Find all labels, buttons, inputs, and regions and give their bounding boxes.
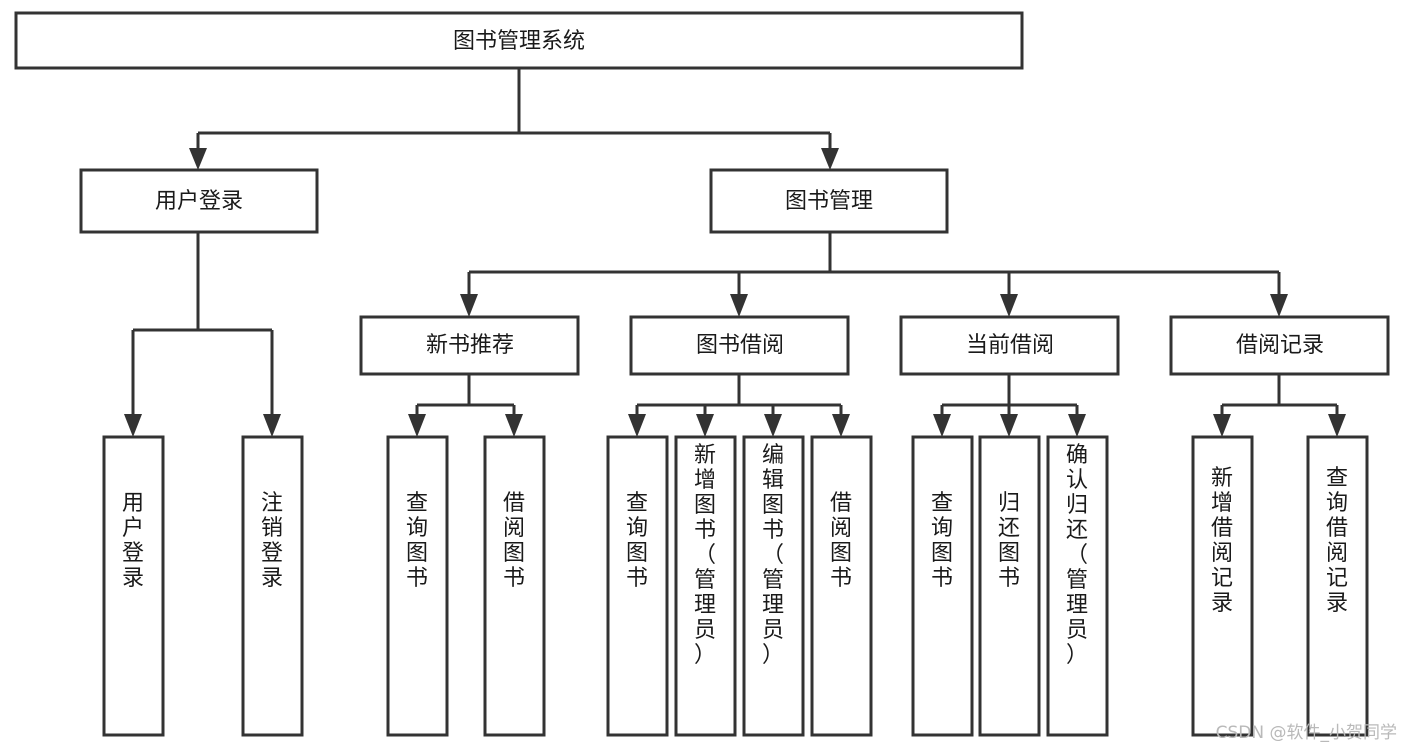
node-leaf-edit-book-box[interactable] bbox=[742, 435, 805, 737]
node-leaf-edit-book-label: 编辑图书（管理员） bbox=[762, 443, 784, 668]
node-leaf-logout-box[interactable] bbox=[241, 435, 304, 737]
node-leaf-query-book-1-box[interactable] bbox=[386, 435, 449, 737]
arrow-head-leaf-edit-book bbox=[764, 414, 782, 437]
node-leaf-borrow-book-2[interactable]: 借阅图书 bbox=[810, 435, 873, 737]
node-leaf-borrow-book-1-label: 借阅图书 bbox=[503, 491, 525, 591]
node-leaf-query-book-2-box[interactable] bbox=[606, 435, 669, 737]
node-leaf-confirm-return[interactable]: 确认归还（管理员） bbox=[1046, 435, 1109, 737]
arrow-head-leaf-logout bbox=[263, 414, 281, 437]
node-root-label: 图书管理系统 bbox=[453, 29, 585, 54]
node-user-login-box[interactable] bbox=[79, 168, 319, 234]
node-leaf-return-book-label: 归还图书 bbox=[998, 491, 1020, 591]
node-user-login-label: 用户登录 bbox=[155, 189, 243, 214]
node-leaf-query-record[interactable]: 查询借阅记录 bbox=[1306, 435, 1369, 737]
node-leaf-add-book[interactable]: 新增图书（管理员） bbox=[674, 435, 737, 737]
arrow-head-user-login bbox=[189, 148, 207, 170]
node-borrow-record-label: 借阅记录 bbox=[1236, 333, 1324, 358]
node-leaf-confirm-return-label: 确认归还（管理员） bbox=[1066, 443, 1088, 668]
node-leaf-borrow-book-1[interactable]: 借阅图书 bbox=[483, 435, 546, 737]
node-leaf-add-record-box[interactable] bbox=[1191, 435, 1254, 737]
node-leaf-add-book-label: 新增图书（管理员） bbox=[694, 443, 716, 668]
node-leaf-borrow-book-2-label: 借阅图书 bbox=[830, 491, 852, 591]
node-leaf-confirm-return-box[interactable] bbox=[1046, 435, 1109, 737]
arrow-head-leaf-confirm-return bbox=[1068, 414, 1086, 437]
watermark-text: CSDN @软件_小贺同学 bbox=[1215, 723, 1397, 743]
arrow-head-book-borrow bbox=[730, 294, 748, 317]
node-new-book-recommend[interactable]: 新书推荐 bbox=[359, 315, 580, 376]
node-leaf-query-book-2[interactable]: 查询图书 bbox=[606, 435, 669, 737]
arrow-head-leaf-add-book bbox=[696, 414, 714, 437]
node-leaf-user-login-box[interactable] bbox=[102, 435, 165, 737]
arrow-head-current-borrow bbox=[1000, 294, 1018, 317]
arrow-head-leaf-query-record bbox=[1328, 414, 1346, 437]
node-leaf-query-book-3-box[interactable] bbox=[911, 435, 974, 737]
arrow-head-leaf-user-login bbox=[124, 414, 142, 437]
node-leaf-add-record-label: 新增借阅记录 bbox=[1211, 466, 1233, 616]
arrow-head-leaf-query-book-1 bbox=[408, 414, 426, 437]
node-leaf-edit-book[interactable]: 编辑图书（管理员） bbox=[742, 435, 805, 737]
node-leaf-add-book-box[interactable] bbox=[674, 435, 737, 737]
arrow-head-leaf-query-book-2 bbox=[628, 414, 646, 437]
arrow-head-leaf-query-book-3 bbox=[933, 414, 951, 437]
node-new-book-recommend-label: 新书推荐 bbox=[426, 333, 514, 358]
arrow-head-book-manage bbox=[821, 148, 839, 170]
arrow-head-borrow-record bbox=[1270, 294, 1288, 317]
node-leaf-query-record-label: 查询借阅记录 bbox=[1326, 466, 1348, 616]
node-book-manage[interactable]: 图书管理 bbox=[709, 168, 949, 234]
node-leaf-return-book[interactable]: 归还图书 bbox=[978, 435, 1041, 737]
node-book-manage-label: 图书管理 bbox=[785, 189, 873, 214]
node-user-login[interactable]: 用户登录 bbox=[79, 168, 319, 234]
node-leaf-borrow-book-1-box[interactable] bbox=[483, 435, 546, 737]
node-leaf-return-book-box[interactable] bbox=[978, 435, 1041, 737]
node-current-borrow-label: 当前借阅 bbox=[966, 333, 1054, 358]
node-leaf-user-login-label: 用户登录 bbox=[122, 491, 144, 591]
node-leaf-logout[interactable]: 注销登录 bbox=[241, 435, 304, 737]
node-current-borrow[interactable]: 当前借阅 bbox=[899, 315, 1120, 376]
node-leaf-borrow-book-2-box[interactable] bbox=[810, 435, 873, 737]
node-leaf-query-book-1-label: 查询图书 bbox=[406, 491, 428, 591]
node-new-book-recommend-box[interactable] bbox=[359, 315, 580, 376]
arrow-head-leaf-borrow-book-2 bbox=[832, 414, 850, 437]
arrow-head-new-book-recommend bbox=[460, 294, 478, 317]
arrow-head-leaf-return-book bbox=[1000, 414, 1018, 437]
connector-layer bbox=[124, 68, 1346, 437]
node-leaf-query-book-1[interactable]: 查询图书 bbox=[386, 435, 449, 737]
node-root-box[interactable] bbox=[14, 11, 1024, 70]
node-leaf-query-book-2-label: 查询图书 bbox=[626, 491, 648, 591]
node-borrow-record-box[interactable] bbox=[1169, 315, 1390, 376]
node-borrow-record[interactable]: 借阅记录 bbox=[1169, 315, 1390, 376]
arrow-head-leaf-add-record bbox=[1213, 414, 1231, 437]
node-leaf-logout-label: 注销登录 bbox=[261, 491, 283, 591]
node-root[interactable]: 图书管理系统 bbox=[14, 11, 1024, 70]
node-leaf-query-record-box[interactable] bbox=[1306, 435, 1369, 737]
node-current-borrow-box[interactable] bbox=[899, 315, 1120, 376]
node-leaf-user-login[interactable]: 用户登录 bbox=[102, 435, 165, 737]
node-book-borrow[interactable]: 图书借阅 bbox=[629, 315, 850, 376]
node-book-manage-box[interactable] bbox=[709, 168, 949, 234]
arrow-head-leaf-borrow-book-1 bbox=[505, 414, 523, 437]
node-leaf-add-record[interactable]: 新增借阅记录 bbox=[1191, 435, 1254, 737]
node-book-borrow-box[interactable] bbox=[629, 315, 850, 376]
node-leaf-query-book-3[interactable]: 查询图书 bbox=[911, 435, 974, 737]
node-leaf-query-book-3-label: 查询图书 bbox=[931, 491, 953, 591]
node-book-borrow-label: 图书借阅 bbox=[696, 333, 784, 358]
